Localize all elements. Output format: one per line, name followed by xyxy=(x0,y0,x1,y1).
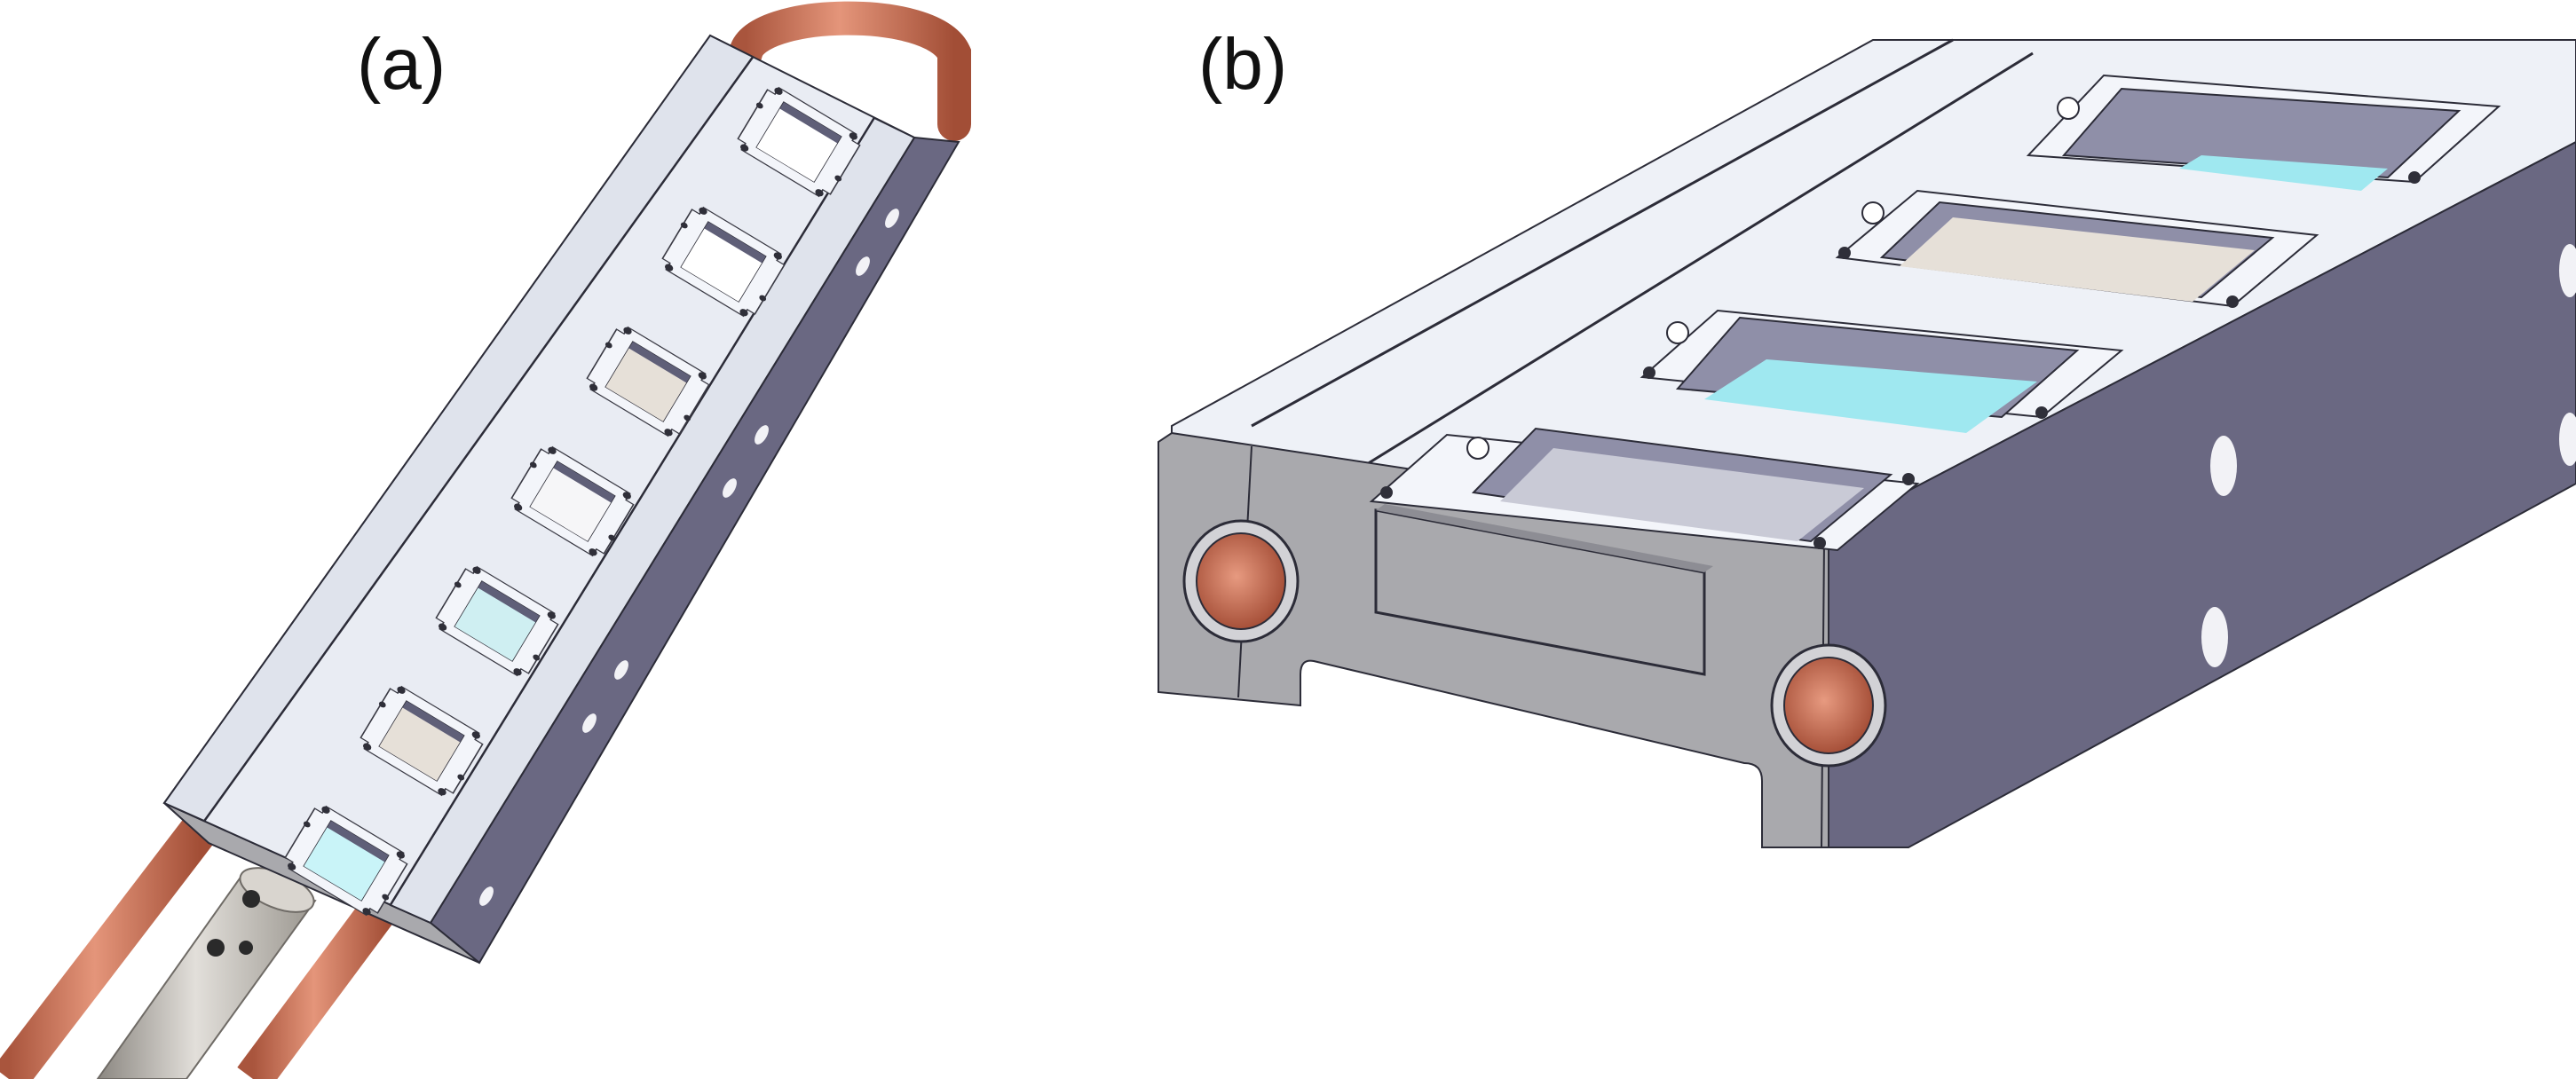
panel-b: (b) xyxy=(1158,24,2576,848)
rod-hole xyxy=(239,941,253,955)
side-hole xyxy=(2201,607,2228,667)
sample-cup xyxy=(430,560,565,682)
copper-hole xyxy=(1182,519,1300,643)
sample-cup xyxy=(581,320,715,443)
rod-hole xyxy=(207,939,225,957)
sample-cup xyxy=(354,680,489,802)
side-hole xyxy=(723,478,737,498)
copper-tube-right xyxy=(237,884,405,1079)
side-hole xyxy=(479,886,494,906)
sample-cup xyxy=(731,81,866,203)
side-hole xyxy=(582,713,597,733)
rod-hole xyxy=(242,890,260,908)
panel-a: (a) xyxy=(0,1,971,1079)
sample-cup xyxy=(1640,309,2124,433)
sample-cup xyxy=(1835,189,2319,308)
side-hole xyxy=(885,209,899,228)
side-hole xyxy=(2559,413,2576,466)
sample-cups xyxy=(1369,74,2501,552)
end-slot xyxy=(1374,508,1706,676)
sample-cup xyxy=(656,201,791,323)
holder-overview xyxy=(0,1,971,1079)
side-hole xyxy=(755,425,769,445)
sample-cup xyxy=(505,440,640,563)
closeup-end-face xyxy=(1158,431,1829,848)
copper-loop xyxy=(729,1,971,141)
side-hole xyxy=(2210,436,2237,496)
panel-label-b: (b) xyxy=(1198,24,1287,105)
side-hole xyxy=(856,256,870,276)
panel-label-a: (a) xyxy=(357,24,446,105)
sample-cups xyxy=(279,81,866,922)
sample-cup xyxy=(279,799,414,922)
sample-cup xyxy=(1369,427,1920,552)
side-hole xyxy=(2559,244,2576,297)
side-hole xyxy=(614,660,628,680)
sample-cup xyxy=(2026,74,2501,191)
copper-hole xyxy=(1770,643,1887,768)
copper-tube-left xyxy=(0,817,216,1079)
holder-closeup xyxy=(1158,38,2576,848)
